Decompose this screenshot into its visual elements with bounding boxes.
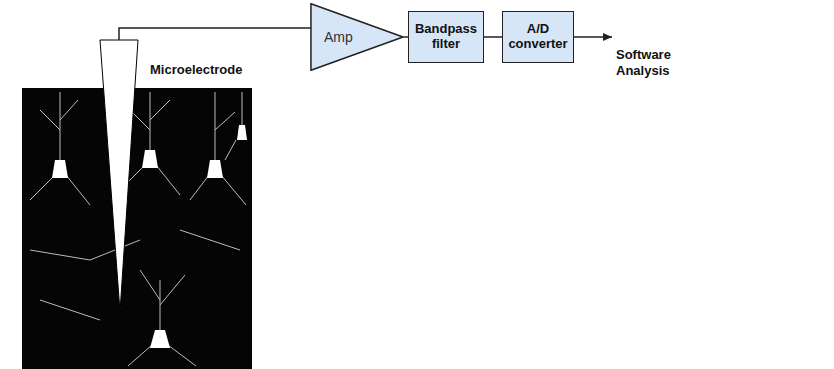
neuron-bodies	[52, 125, 247, 348]
neuron-image	[22, 88, 252, 369]
microelectrode	[100, 40, 138, 312]
node-text: Amp	[324, 29, 353, 45]
node-text: A/D converter	[503, 22, 573, 52]
converter-box: A/D converter	[502, 11, 574, 63]
dendrites	[30, 92, 246, 366]
node-text: Bandpass filter	[409, 22, 483, 52]
output-label: Software Analysis	[616, 47, 696, 78]
part-label: Microelectrode	[150, 62, 270, 78]
amplifier-triangle: Amp	[310, 3, 404, 71]
filter-box: Bandpass filter	[408, 11, 484, 63]
signal-wire	[119, 28, 312, 40]
signal-connector	[484, 36, 502, 38]
